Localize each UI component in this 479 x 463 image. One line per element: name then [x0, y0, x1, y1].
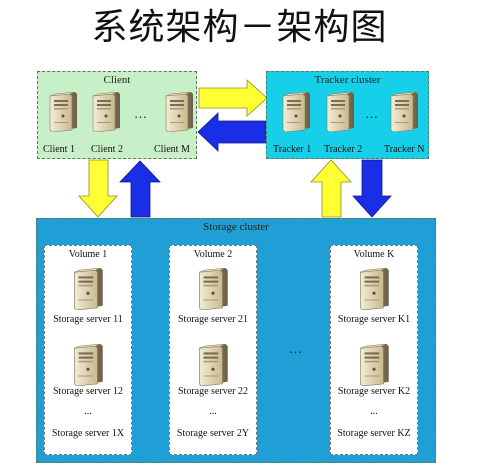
volume-title: Volume 2	[193, 249, 233, 260]
client-panel: Client … Client 1 Client 2 Client M	[37, 71, 197, 159]
storage-panel-title: Storage cluster	[203, 221, 269, 233]
tracker-ellipsis: …	[365, 106, 378, 121]
storage-server-label: Storage server 1X	[51, 428, 125, 439]
storage-ellipsis: …	[289, 341, 302, 356]
server-icon	[197, 268, 229, 310]
arrow-tracker-to-client	[197, 112, 267, 152]
server-icon	[91, 92, 121, 132]
server-icon	[197, 344, 229, 386]
volume-title: Volume K	[353, 249, 395, 260]
storage-server-label: Storage server 11	[53, 314, 123, 325]
tracker-panel: Tracker cluster … Tracker 1 Tracker 2 Tr…	[266, 71, 429, 159]
storage-server-label: Storage server 2Y	[176, 428, 250, 439]
arrow-client-to-tracker	[198, 79, 268, 117]
storage-server-label: Storage server 21	[178, 314, 248, 325]
arrow-tracker-to-storage	[352, 159, 392, 218]
tracker-2-label: Tracker 2	[324, 144, 363, 155]
storage-server-label: Storage server K2	[337, 386, 411, 397]
arrow-client-to-storage	[78, 159, 118, 218]
arrow-storage-to-tracker	[310, 159, 352, 218]
tracker-n-label: Tracker N	[384, 144, 425, 155]
server-icon	[389, 92, 419, 132]
volume-1: Volume 1 Storage server 11 Storage serve…	[44, 245, 132, 455]
volume-title: Volume 1	[68, 249, 108, 260]
volume-k: Volume K Storage server K1 Storage serve…	[330, 245, 418, 455]
client-panel-title: Client	[103, 74, 131, 86]
tracker-1-label: Tracker 1	[273, 144, 312, 155]
server-icon	[72, 268, 104, 310]
storage-server-dots: ...	[370, 406, 378, 417]
tracker-panel-title: Tracker cluster	[314, 74, 381, 86]
server-icon	[48, 92, 78, 132]
server-icon	[358, 268, 390, 310]
server-icon	[164, 92, 194, 132]
storage-server-label: Storage server 12	[53, 386, 123, 397]
storage-server-label: Storage server 22	[178, 386, 248, 397]
storage-server-dots: ...	[84, 406, 92, 417]
diagram-title: 系统架构－架构图	[91, 7, 388, 48]
server-icon	[281, 92, 311, 132]
server-icon	[72, 344, 104, 386]
storage-server-dots: ...	[209, 406, 217, 417]
client-1-label: Client 1	[43, 144, 75, 155]
storage-server-label: Storage server K1	[337, 314, 411, 325]
arrow-storage-to-client	[119, 160, 161, 218]
server-icon	[358, 344, 390, 386]
storage-server-label: Storage server KZ	[337, 428, 411, 439]
client-ellipsis: …	[134, 106, 147, 121]
client-2-label: Client 2	[91, 144, 123, 155]
server-icon	[325, 92, 355, 132]
client-m-label: Client M	[154, 144, 190, 155]
volume-2: Volume 2 Storage server 21 Storage serve…	[169, 245, 257, 455]
